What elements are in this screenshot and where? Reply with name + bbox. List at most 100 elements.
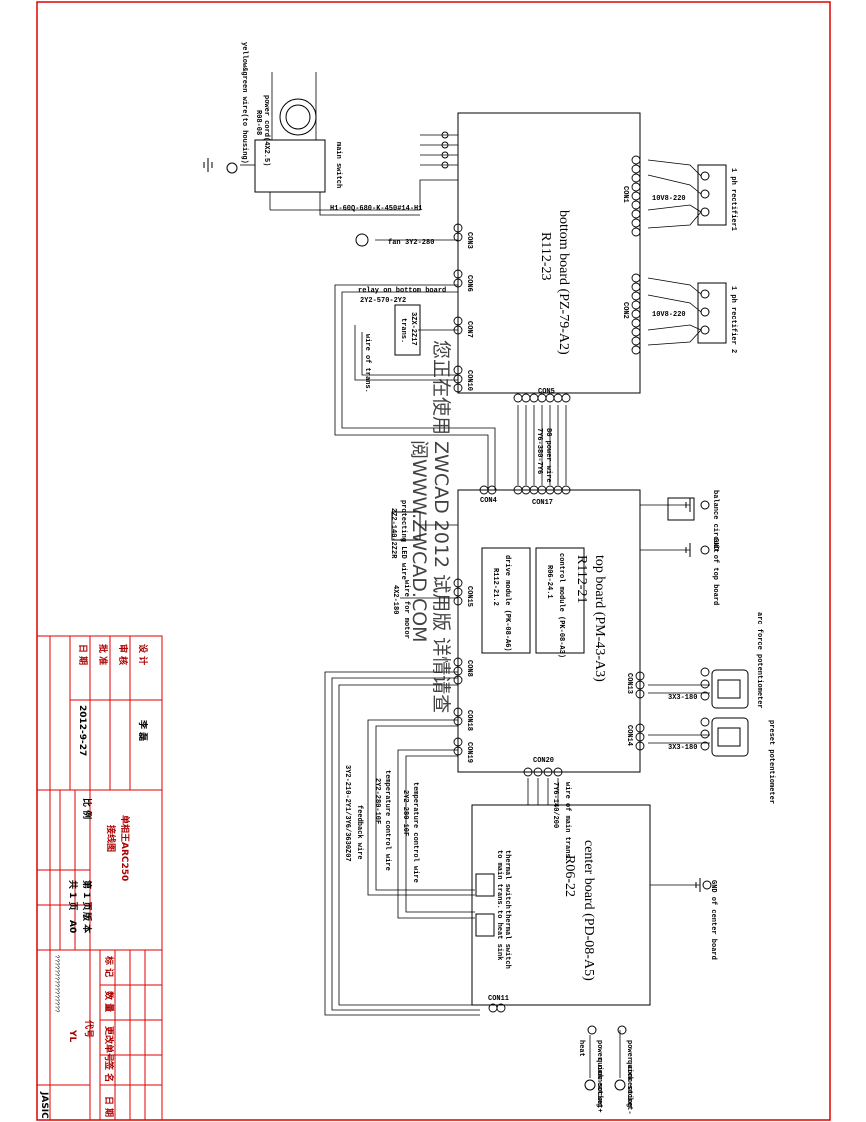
bus-wire-code: 7Y6-380-7Y6	[535, 428, 543, 474]
con14-pin	[635, 741, 645, 751]
con10-pin	[453, 383, 463, 393]
pot2-pin	[700, 729, 710, 739]
con1-pin	[631, 164, 641, 174]
fan-circle	[355, 233, 369, 247]
pot2-wire-label: 3X3-180	[668, 744, 697, 752]
tb-rev-header-1: 数 量	[103, 991, 115, 1012]
pot1-wire-label: 3X3-180	[668, 694, 697, 702]
tb-rev-header-2: 更改单号	[103, 1026, 115, 1062]
control-module-label: control module (PK-08-A3)	[557, 553, 565, 658]
drive-module-code: R112-21.2	[491, 568, 499, 606]
temp-wire-label: temperature control wire	[411, 782, 419, 883]
pot1-pin	[700, 691, 710, 701]
con8-label: CON8	[465, 660, 473, 677]
con19-label: CON19	[465, 742, 473, 763]
motor-wire-label: wire for motor	[402, 580, 410, 639]
thermal-switch-1	[475, 873, 495, 897]
feedback-code: 3Y2-210-2Y1/3Y6/3630Z07	[343, 765, 351, 862]
con1-pin	[631, 218, 641, 228]
drive-module-label: drive module (PK-08-A6)	[503, 555, 511, 652]
protect-led-code: 2Z2-140-2Z2R	[389, 508, 397, 559]
con2-pin	[631, 282, 641, 292]
con5-pin	[529, 393, 539, 403]
power-conn-neg-label: power connecting	[625, 1040, 633, 1107]
led-box	[391, 511, 421, 541]
con2-label: CON2	[621, 302, 629, 319]
con2-pin	[631, 273, 641, 283]
con10-pin	[453, 374, 463, 384]
con15-pin	[453, 587, 463, 597]
con5-label: CON5	[538, 388, 555, 396]
bus-wire-label: 8G power wire	[544, 428, 552, 483]
thermal1-to: to main trans.	[495, 850, 503, 909]
con15-pin	[453, 578, 463, 588]
tb-drawing: 接线图	[105, 825, 117, 852]
wire-of-trans-label: wire of trans.	[363, 334, 371, 393]
con14-label: CON14	[625, 725, 633, 746]
main-switch-box	[254, 139, 326, 193]
tb-scale: 比 例	[81, 798, 93, 819]
protect-led-label: protecting LED wire	[399, 500, 407, 580]
tb-product: 单相王ARC250	[119, 815, 131, 881]
con1-label: CON1	[621, 186, 629, 203]
title-block	[36, 635, 163, 1121]
gnd-top-label: GND of top board	[711, 538, 719, 605]
con1-pin	[631, 173, 641, 183]
tb-designer: 李 磊	[137, 719, 149, 741]
con13-pin	[635, 671, 645, 681]
rectifier-1-box	[697, 164, 727, 226]
top-board	[457, 489, 641, 773]
con10-pin	[453, 365, 463, 375]
con2-pin	[631, 345, 641, 355]
con8-pin	[453, 666, 463, 676]
relay-node	[441, 151, 449, 159]
tb-serial: ????????????????	[53, 955, 60, 1013]
con2-pin	[631, 327, 641, 337]
sheet-frame	[36, 1, 831, 1121]
bottom-board-code: R112-23	[538, 232, 553, 280]
con5-pin	[521, 393, 531, 403]
con5-pin	[553, 393, 563, 403]
relay-node	[441, 131, 449, 139]
drive-module-box	[481, 547, 531, 654]
motor-wire-code: 4X2-180	[391, 585, 399, 614]
control-module-code: R06-24.1	[545, 565, 553, 599]
con19-pin	[453, 737, 463, 747]
trans-code: 3ZX-2Z17	[409, 312, 417, 346]
con2-pin	[631, 291, 641, 301]
con18-pin	[453, 716, 463, 726]
rectifier1-label: 1 ph rectifier1	[729, 168, 737, 231]
quick-pos-label: quick socket+	[595, 1058, 603, 1113]
center-board	[471, 804, 651, 1006]
thermal-switch-2	[475, 913, 495, 937]
rect2-wire-label: 10V8-220	[652, 311, 686, 319]
con3-pin	[453, 232, 463, 242]
con17-pin	[561, 485, 571, 495]
preset-pot-box	[711, 717, 749, 757]
con13-pin	[635, 689, 645, 699]
tb-rev-header-3: 签 名	[103, 1060, 115, 1082]
top-board-code: R112-21	[574, 555, 589, 603]
balance-circuit-box	[667, 497, 695, 521]
con8-pin	[453, 675, 463, 685]
main-trans-code: 7Y6-140/200	[551, 782, 559, 828]
con2-pin	[631, 318, 641, 328]
pot1-pin	[700, 667, 710, 677]
tb-version: 版 本	[81, 911, 93, 934]
rect1-wire-label: 10V8-220	[652, 195, 686, 203]
con2-pin	[631, 300, 641, 310]
con20-pin	[523, 767, 533, 777]
con1-pin	[631, 227, 641, 237]
relay-code: 2Y2-570-2Y2	[360, 297, 406, 305]
control-module-box	[535, 547, 585, 654]
trans-label: trans.	[399, 318, 407, 343]
con15-pin	[453, 596, 463, 606]
tb-code: YL	[67, 1029, 77, 1043]
con11-pin	[496, 1003, 506, 1013]
tb-design: 设 计	[137, 644, 149, 665]
con7-label: CON7	[465, 321, 473, 338]
power-cord-label: power cord(4X2.5)	[262, 95, 270, 166]
con18-label: CON18	[465, 710, 473, 731]
